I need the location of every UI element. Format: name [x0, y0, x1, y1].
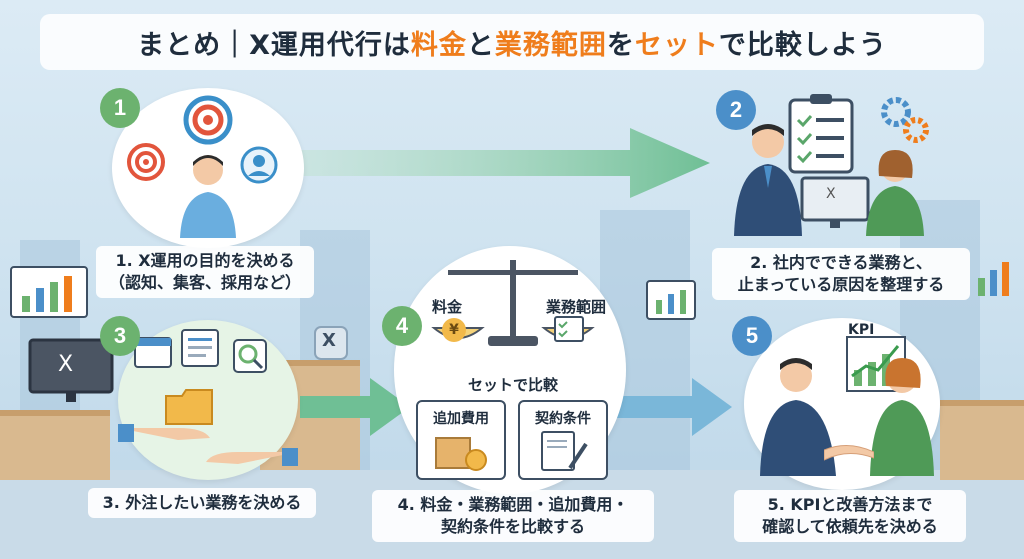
bar-chart-icon — [978, 262, 1009, 296]
checklist-icon — [788, 94, 854, 174]
businessman-presenting — [734, 124, 802, 236]
search-chart-icon — [233, 339, 267, 373]
page-title: まとめ｜X運用代行は料金と業務範囲をセットで比較しよう — [40, 14, 984, 70]
gear-icon — [881, 97, 929, 143]
step-number-5: 5 — [732, 316, 772, 356]
step-number-1: 1 — [100, 88, 140, 128]
compare-set-label: セットで比較 — [467, 376, 558, 394]
kpi-label: KPI — [848, 322, 875, 338]
handover-hands — [118, 424, 298, 466]
coin-icon: ¥ — [442, 318, 466, 342]
scale-left-label: 料金 — [432, 298, 463, 316]
folder-icon — [165, 389, 213, 425]
handshake-icon — [824, 445, 874, 461]
step5-caption: 5. KPIと改善方法まで確認して依頼先を決める — [734, 490, 966, 542]
step-number-3: 3 — [100, 316, 140, 356]
step-number-4: 4 — [382, 306, 422, 346]
chart-card-icon — [646, 280, 696, 320]
target-icon — [127, 143, 165, 181]
document-icon — [181, 329, 219, 367]
user-icon — [240, 146, 278, 184]
bar-chart-icon — [10, 266, 88, 318]
monitor-icon — [800, 176, 870, 228]
step4-caption: 4. 料金・業務範囲・追加費用・契約条件を比較する — [372, 490, 654, 542]
arrow-step1-to-2 — [290, 128, 710, 198]
woman-handshake — [870, 358, 934, 476]
monitor-x-logo: X — [826, 186, 836, 202]
arrow-step4-to-5 — [612, 378, 732, 436]
monitor-icon — [28, 338, 114, 402]
target-icon — [183, 95, 233, 145]
checklist-icon — [554, 316, 584, 342]
monitor-x-logo: X — [58, 352, 74, 377]
desk — [940, 400, 1024, 480]
x-app-icon — [314, 326, 348, 360]
step1-caption: 1. X運用の目的を決める（認知、集客、採用など） — [96, 246, 314, 298]
person-thinking — [180, 155, 236, 238]
businessman-handshake — [760, 358, 836, 476]
step3-caption: 3. 外注したい業務を決める — [88, 488, 316, 518]
desk — [0, 410, 110, 480]
step2-caption: 2. 社内でできる業務と、止まっている原因を整理する — [712, 248, 970, 300]
scale-right-label: 業務範囲 — [546, 298, 607, 316]
arrow-step3-to-4 — [300, 378, 410, 436]
calendar-icon — [134, 337, 172, 368]
additional-cost-box: 追加費用 — [416, 400, 506, 480]
x-app-icon-label: X — [322, 330, 336, 351]
box-coin-icon — [435, 437, 487, 471]
contract-pen-icon — [541, 431, 588, 471]
woman-at-desk — [866, 150, 924, 236]
step-number-2: 2 — [716, 90, 756, 130]
